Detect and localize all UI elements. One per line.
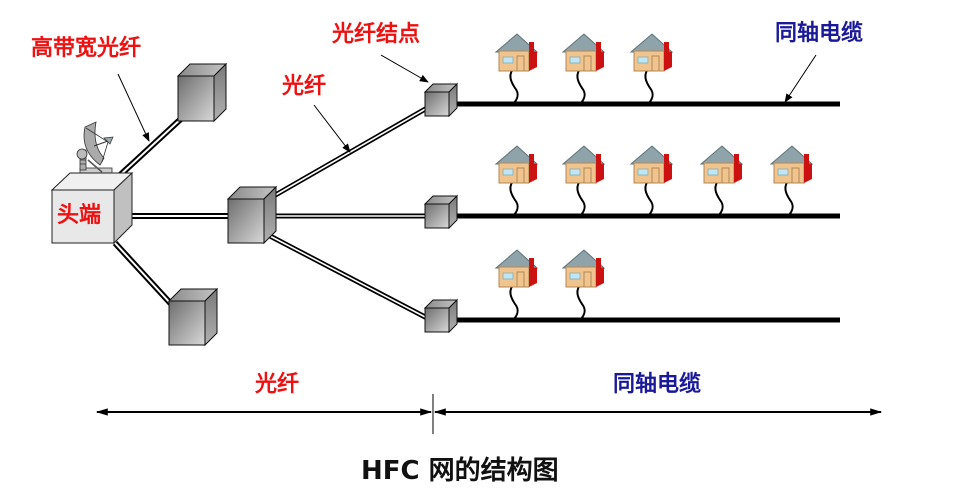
callout-arrows xyxy=(117,54,817,153)
house-icon[interactable] xyxy=(630,145,673,184)
arrow-coax-top xyxy=(784,54,817,103)
label-coax-span: 同轴电缆 xyxy=(613,372,702,397)
house-icon[interactable] xyxy=(630,33,673,72)
house-icon[interactable] xyxy=(495,145,538,184)
label-fiber-mid: 光纤 xyxy=(282,74,327,99)
drop-cable xyxy=(509,178,519,217)
drop-cable xyxy=(644,66,654,105)
label-headend: 头端 xyxy=(57,203,102,228)
house-icon[interactable] xyxy=(562,145,605,184)
drop-cable xyxy=(644,178,654,217)
arrow-fiber-mid xyxy=(313,104,351,153)
drop-cable xyxy=(509,66,519,105)
label-coax-top: 同轴电缆 xyxy=(775,21,864,46)
span-dimensions xyxy=(95,394,883,434)
diagram-caption: HFC 网的结构图 xyxy=(361,456,559,486)
drop-cable xyxy=(714,178,724,217)
house-icon[interactable] xyxy=(770,145,813,184)
house-icon[interactable] xyxy=(495,249,538,288)
drop-cable xyxy=(576,282,586,321)
cubes xyxy=(167,62,459,347)
fiber-link-hub-node-3 xyxy=(268,233,429,321)
label-fiber-span: 光纤 xyxy=(255,372,300,397)
drop-cable xyxy=(576,66,586,105)
house-icon[interactable] xyxy=(495,33,538,72)
headend[interactable] xyxy=(50,121,134,245)
drop-cable xyxy=(509,282,519,321)
hub-upper-cube-icon[interactable] xyxy=(176,62,228,123)
homes xyxy=(495,33,813,321)
house-icon[interactable] xyxy=(562,249,605,288)
fiber-link-headend-upper-hub xyxy=(115,114,186,180)
drop-cable xyxy=(576,178,586,217)
drop-cable xyxy=(784,178,794,217)
fiber-node-2-cube-icon[interactable] xyxy=(423,194,459,230)
fiber-link-headend-lower-hub xyxy=(112,240,175,308)
hub-middle-cube-icon[interactable] xyxy=(226,185,278,245)
fiber-node-1-cube-icon[interactable] xyxy=(423,82,459,118)
hub-lower-cube-icon[interactable] xyxy=(167,287,219,347)
label-fiber-node: 光纤结点 xyxy=(332,22,421,47)
coax-lines xyxy=(457,101,840,323)
arrow-fiber-node xyxy=(380,54,429,83)
label-broadband-fiber: 高带宽光纤 xyxy=(31,36,142,61)
house-icon[interactable] xyxy=(700,145,743,184)
arrow-broadband-fiber xyxy=(117,73,150,142)
fiber-link-hub-node-1 xyxy=(270,105,429,200)
fiber-node-3-cube-icon[interactable] xyxy=(423,298,459,334)
house-icon[interactable] xyxy=(562,33,605,72)
